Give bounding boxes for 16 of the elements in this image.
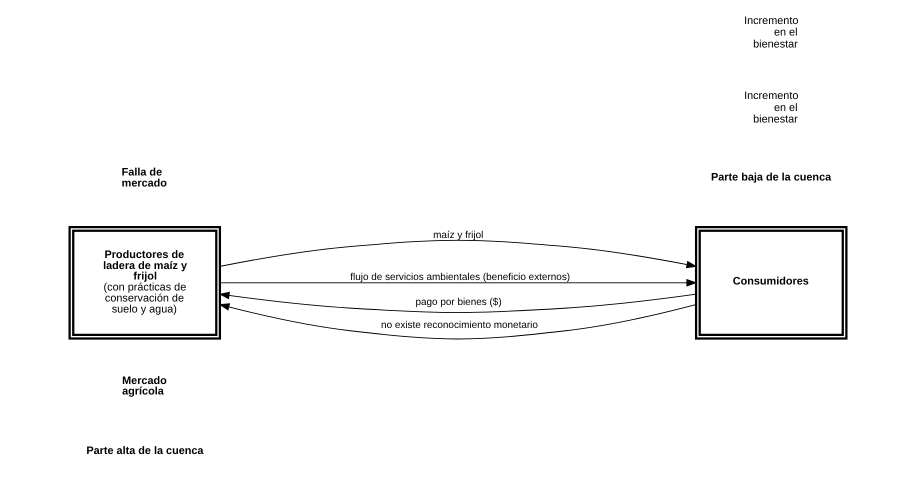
edge-label: pago por bienes ($): [414, 297, 502, 308]
edge-label: flujo de servicios ambientales (beneficio externos): [350, 272, 570, 283]
label: Mercado agrícola: [122, 374, 166, 398]
arrow: [219, 240, 697, 268]
node-box: Productores de ladera de maíz y frijol (con prácticas de conservación de suelo y agua): [68, 226, 221, 340]
node-box: Consumidores: [694, 226, 848, 340]
arrow: [218, 303, 696, 340]
label: Parte alta de la cuenca: [86, 444, 203, 457]
edge-label: no existe reconocimiento monetario: [380, 320, 538, 331]
arrow: [218, 292, 696, 313]
label: Incremento en el bienestar: [744, 14, 798, 50]
label: Falla de mercado: [121, 166, 166, 190]
label: Parte baja de la cuenca: [710, 172, 831, 184]
arrow: [219, 278, 697, 287]
label: Incremento en el bienestar: [744, 90, 798, 126]
edge-label: maíz y frijol: [432, 230, 483, 242]
